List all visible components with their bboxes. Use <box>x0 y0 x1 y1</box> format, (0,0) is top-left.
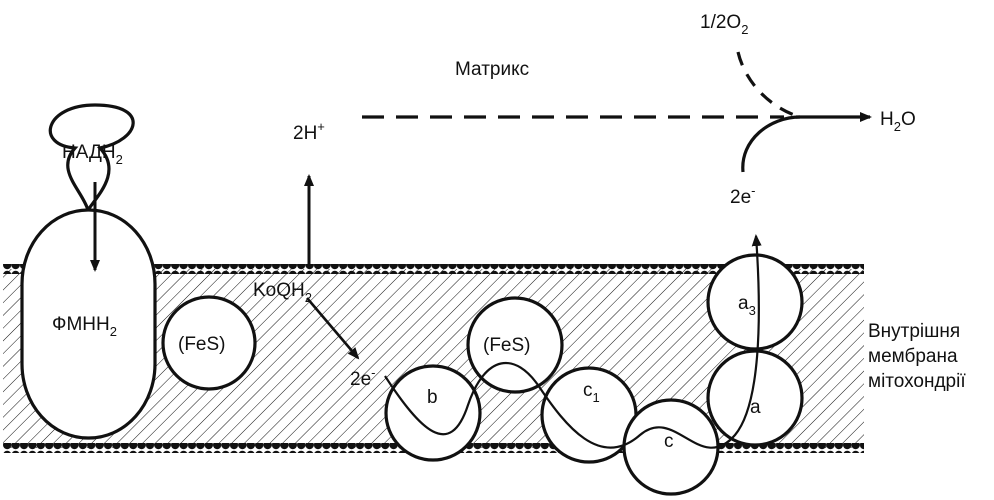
fes-left-label: (FeS) <box>178 334 226 355</box>
cytochrome-c-label: c <box>664 431 674 452</box>
protons-label: 2H+ <box>293 119 325 144</box>
oxygen-dashed-curve <box>738 52 800 117</box>
fes-middle-label: (FeS) <box>483 335 531 356</box>
water-label: H2O <box>880 109 916 134</box>
electrons-right-label: 2e- <box>730 183 755 208</box>
membrane-label-line-3: мітохондрії <box>868 371 966 392</box>
half-oxygen-label: 1/2O2 <box>700 12 748 37</box>
membrane-label-line-1: Внутрішня <box>868 321 960 342</box>
cytochrome-a3-circle <box>708 255 802 349</box>
matrix-label: Матрикс <box>455 59 529 80</box>
cytochrome-b-label: b <box>427 387 438 408</box>
cytochrome-a-label: a <box>750 397 761 418</box>
membrane-label-line-2: мембрана <box>868 346 958 367</box>
electron-to-water-curve <box>743 117 800 172</box>
